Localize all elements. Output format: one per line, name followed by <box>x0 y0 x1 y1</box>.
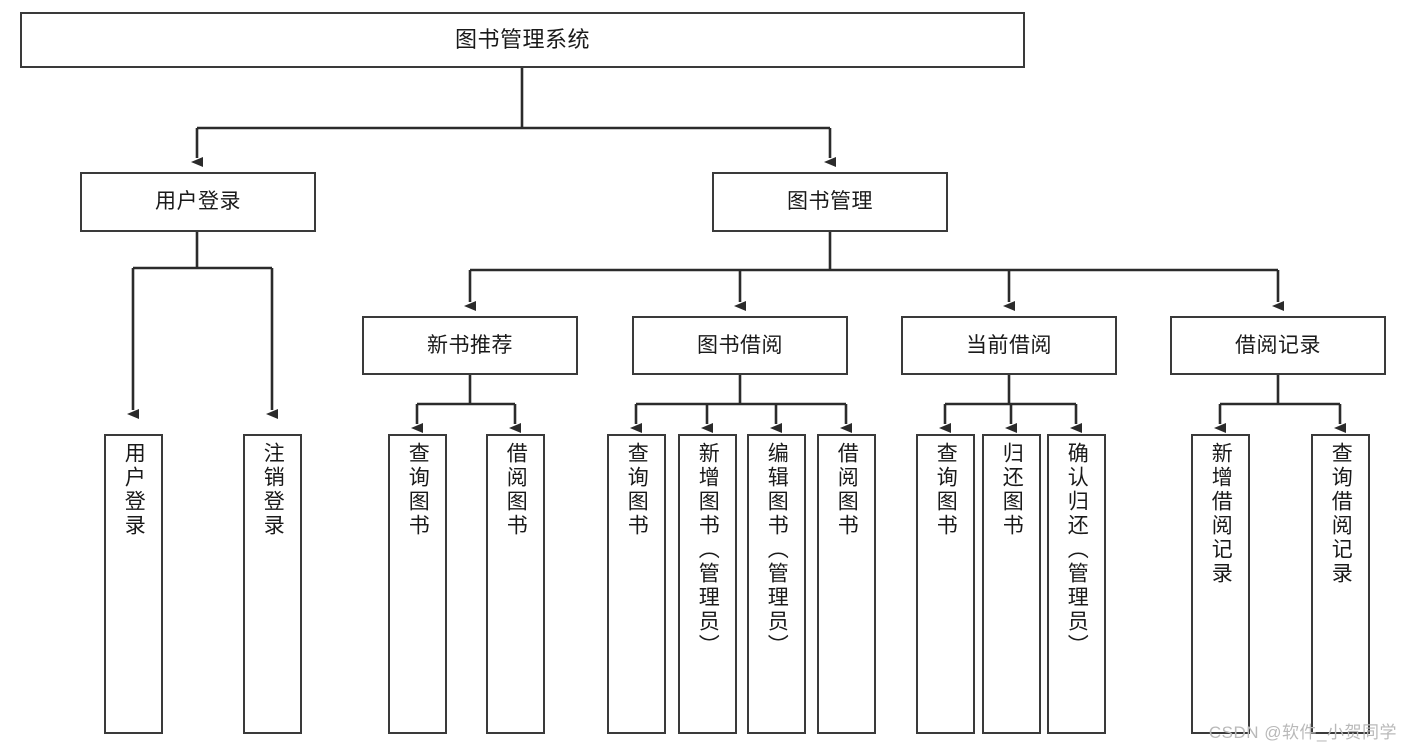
node-leaf-user-login-label: 用户登录 <box>122 442 146 538</box>
node-leaf-borrow-add[interactable]: 新增图书（管理员） <box>678 434 737 734</box>
node-book-manage[interactable]: 图书管理 <box>712 172 948 232</box>
node-borrow-record[interactable]: 借阅记录 <box>1170 316 1386 375</box>
node-current-borrow[interactable]: 当前借阅 <box>901 316 1117 375</box>
csdn-watermark: CSDN @软件_小贺同学 <box>1208 723 1397 742</box>
node-root[interactable]: 图书管理系统 <box>20 12 1025 68</box>
node-leaf-record-add-label: 新增借阅记录 <box>1209 442 1233 586</box>
node-leaf-cur-query-label: 查询图书 <box>934 442 958 538</box>
node-leaf-user-login[interactable]: 用户登录 <box>104 434 163 734</box>
node-book-borrow-label: 图书借阅 <box>697 333 783 357</box>
node-new-book-rec[interactable]: 新书推荐 <box>362 316 578 375</box>
node-leaf-rec-query[interactable]: 查询图书 <box>388 434 447 734</box>
node-leaf-cur-return-label: 归还图书 <box>1000 442 1024 538</box>
node-leaf-borrow-edit[interactable]: 编辑图书（管理员） <box>747 434 806 734</box>
node-leaf-borrow-lend-label: 借阅图书 <box>835 442 859 538</box>
node-leaf-cur-return[interactable]: 归还图书 <box>982 434 1041 734</box>
node-leaf-borrow-query[interactable]: 查询图书 <box>607 434 666 734</box>
node-leaf-cur-confirm[interactable]: 确认归还（管理员） <box>1047 434 1106 734</box>
node-current-borrow-label: 当前借阅 <box>966 333 1052 357</box>
node-leaf-cur-confirm-label: 确认归还（管理员） <box>1065 442 1089 658</box>
node-book-borrow[interactable]: 图书借阅 <box>632 316 848 375</box>
node-leaf-record-search-label: 查询借阅记录 <box>1329 442 1353 586</box>
node-leaf-user-logout-label: 注销登录 <box>261 442 285 538</box>
node-borrow-record-label: 借阅记录 <box>1235 333 1321 357</box>
node-leaf-rec-borrow[interactable]: 借阅图书 <box>486 434 545 734</box>
node-leaf-record-add[interactable]: 新增借阅记录 <box>1191 434 1250 734</box>
node-user-login-label: 用户登录 <box>155 190 241 214</box>
node-leaf-borrow-edit-label: 编辑图书（管理员） <box>765 442 789 658</box>
node-leaf-cur-query[interactable]: 查询图书 <box>916 434 975 734</box>
node-leaf-rec-borrow-label: 借阅图书 <box>504 442 528 538</box>
node-leaf-borrow-lend[interactable]: 借阅图书 <box>817 434 876 734</box>
node-leaf-user-logout[interactable]: 注销登录 <box>243 434 302 734</box>
node-leaf-borrow-add-label: 新增图书（管理员） <box>696 442 720 658</box>
node-leaf-borrow-query-label: 查询图书 <box>625 442 649 538</box>
node-leaf-record-search[interactable]: 查询借阅记录 <box>1311 434 1370 734</box>
node-leaf-rec-query-label: 查询图书 <box>406 442 430 538</box>
node-root-label: 图书管理系统 <box>454 26 590 52</box>
node-user-login[interactable]: 用户登录 <box>80 172 316 232</box>
node-new-book-rec-label: 新书推荐 <box>427 333 513 357</box>
node-book-manage-label: 图书管理 <box>787 190 873 214</box>
